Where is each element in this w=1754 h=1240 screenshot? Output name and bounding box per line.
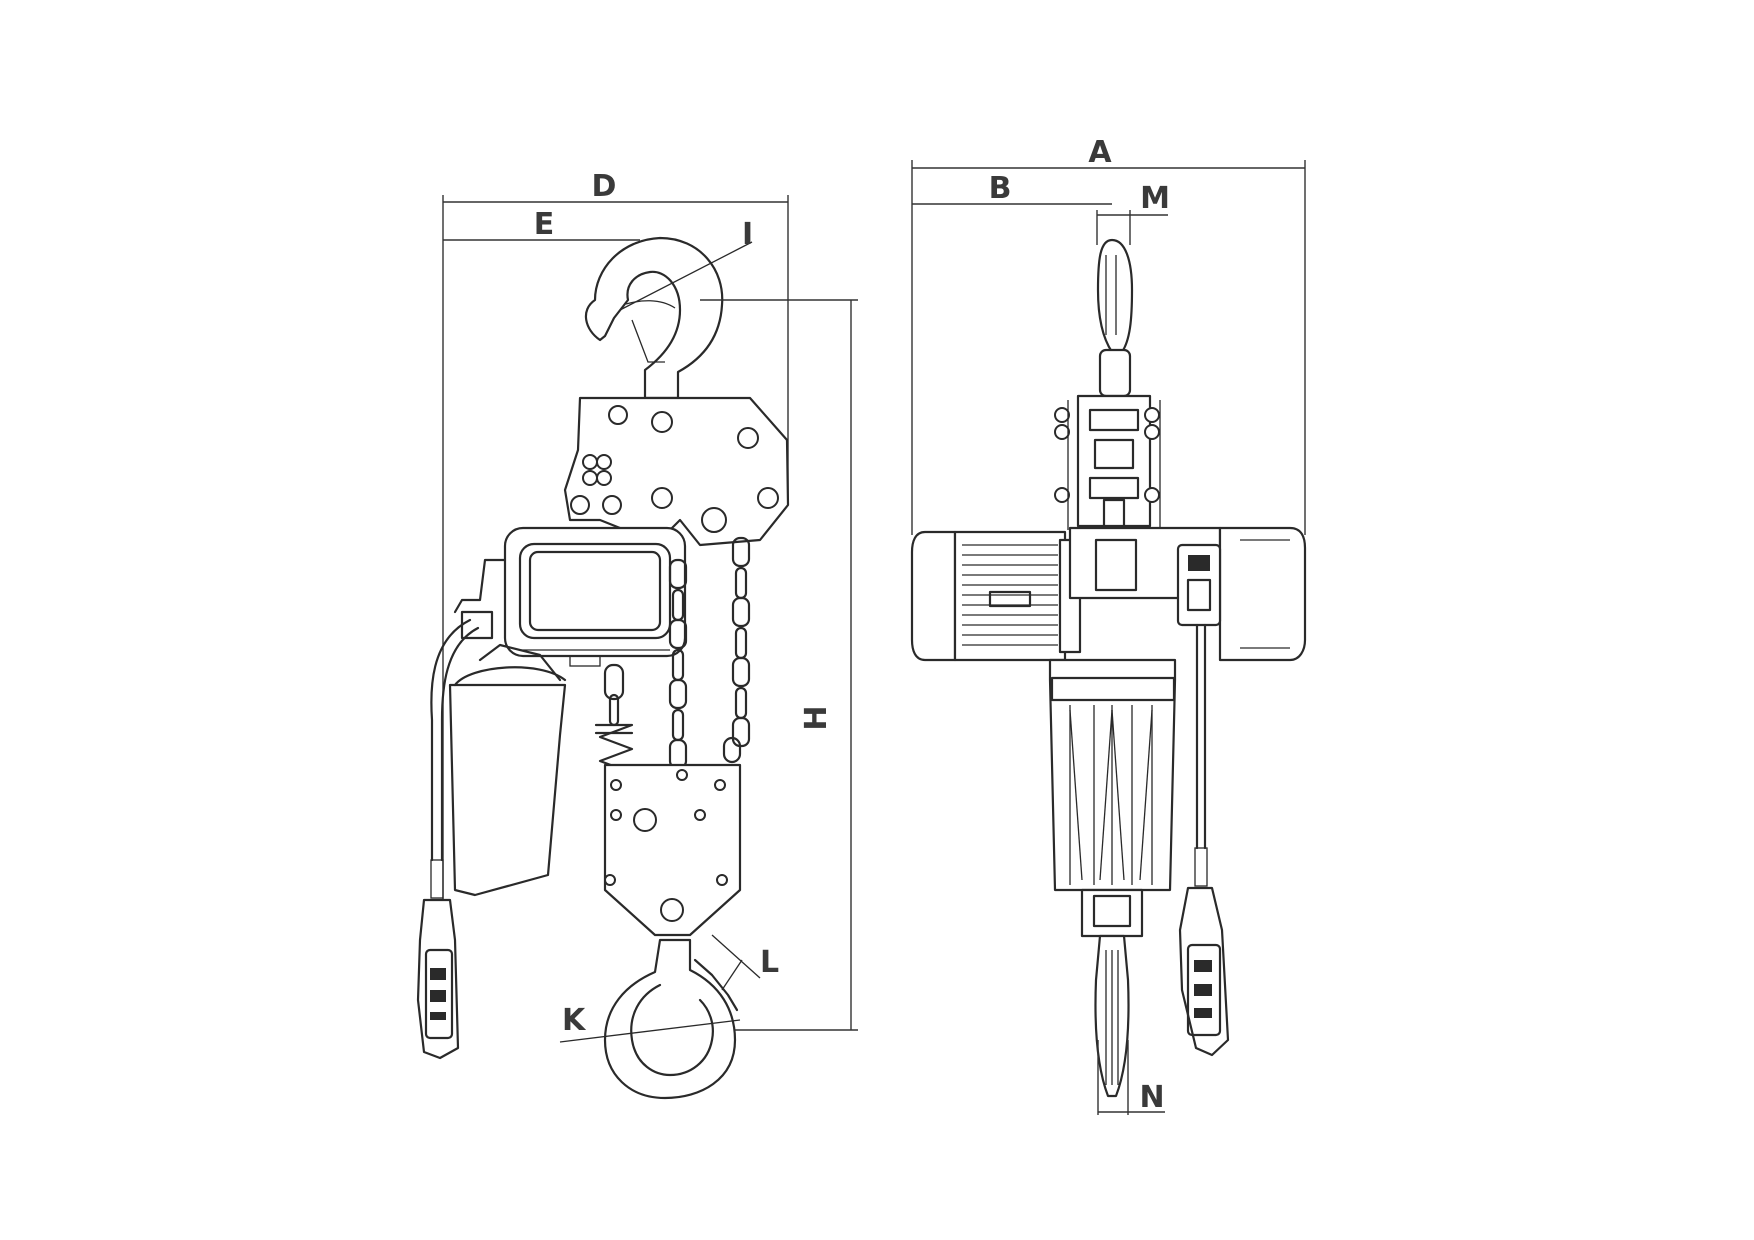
label-a: A	[1088, 135, 1112, 170]
upper-frame	[563, 396, 790, 547]
motor-front	[910, 530, 1082, 662]
dimension-n: N	[1097, 1040, 1165, 1115]
label-e: E	[534, 207, 555, 242]
controller-box-front	[1176, 526, 1307, 662]
front-view: A B M	[910, 135, 1307, 1115]
load-chain-middle	[668, 558, 688, 770]
label-n: N	[1139, 1080, 1164, 1115]
bottom-block	[603, 763, 742, 937]
dimension-b: B	[912, 171, 1112, 206]
label-m: M	[1140, 181, 1170, 216]
bottom-hook	[559, 934, 761, 1100]
bottom-hook-front	[1094, 934, 1130, 1098]
top-hook-front	[1096, 238, 1134, 398]
label-l: L	[760, 945, 779, 980]
bottom-block-front	[1080, 888, 1144, 938]
pendant-cable-right	[1194, 623, 1208, 887]
load-chain-right	[722, 536, 751, 764]
chain-bag-front	[1048, 658, 1177, 892]
motor-fins	[962, 544, 1058, 646]
top-hook	[584, 236, 753, 400]
load-chain-left	[594, 663, 634, 775]
label-i: I	[742, 217, 753, 252]
dimension-m: M	[1096, 181, 1170, 245]
pendant-cable-left	[430, 618, 480, 899]
label-d: D	[592, 169, 617, 204]
suspension-bracket-front	[1054, 394, 1161, 532]
label-k: K	[562, 1003, 587, 1038]
pendant-control-left	[416, 898, 460, 1060]
label-b: B	[989, 171, 1012, 206]
side-view: D E I H	[416, 169, 858, 1100]
dimension-e: E	[443, 207, 640, 242]
pendant-control-right	[1178, 886, 1230, 1057]
dimension-a: A	[911, 135, 1306, 535]
motor-housing	[503, 526, 687, 667]
chain-bag	[448, 558, 567, 897]
label-h: H	[799, 705, 834, 730]
